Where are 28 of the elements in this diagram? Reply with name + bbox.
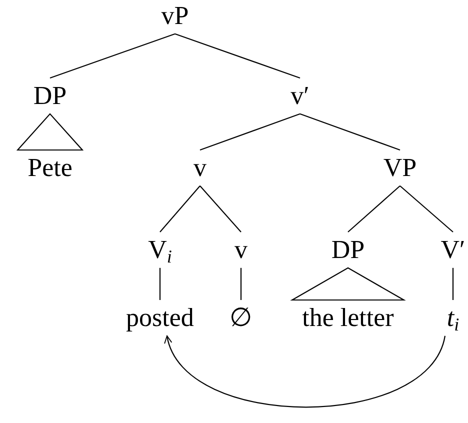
category-label: V′ (438, 232, 468, 268)
null-symbol-label: ∅ (228, 300, 254, 336)
branch-line (452, 268, 454, 300)
branch-line (300, 113, 400, 151)
roof-triangle (290, 267, 406, 301)
category-label: v (192, 150, 208, 186)
branch-line (240, 268, 242, 300)
branch-line (400, 185, 454, 232)
category-label: DP (31, 78, 69, 114)
category-label: V$_{i}$ (146, 232, 174, 268)
word-label: posted (124, 300, 196, 336)
branch-line (174, 33, 300, 79)
branch-line (200, 186, 242, 232)
branch-line (159, 268, 161, 300)
category-label: DP (329, 232, 367, 268)
category-label: v′ (288, 78, 312, 114)
category-label: vP (159, 0, 191, 34)
word-label: the letter (300, 300, 396, 336)
word-label: Pete (26, 150, 74, 186)
roof-triangle (16, 113, 84, 151)
branch-line (50, 33, 176, 79)
trace-label: t$_{i}$ (444, 300, 462, 336)
category-label: VP (381, 150, 419, 186)
category-label: v (232, 232, 250, 268)
branch-line (160, 186, 200, 232)
branch-line (348, 185, 400, 232)
movement-arrow (166, 335, 446, 408)
branch-line (200, 113, 300, 151)
